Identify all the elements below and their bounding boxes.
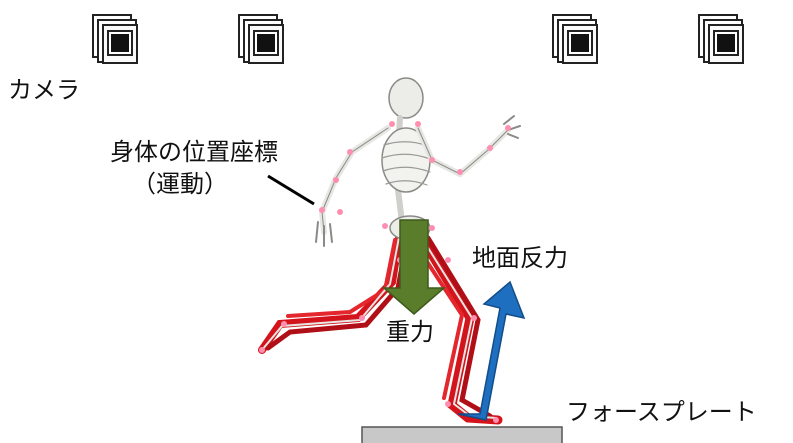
force-plate-label: フォースプレート <box>566 398 757 427</box>
gravity-label: 重力 <box>386 318 434 347</box>
ground-reaction-label: 地面反力 <box>472 244 568 273</box>
pointer-line <box>268 176 314 204</box>
force-plate <box>362 427 562 443</box>
movement-label: （運動） <box>132 170 228 199</box>
camera-label: カメラ <box>8 76 80 105</box>
body-coords-label: 身体の位置座標 <box>110 138 278 167</box>
